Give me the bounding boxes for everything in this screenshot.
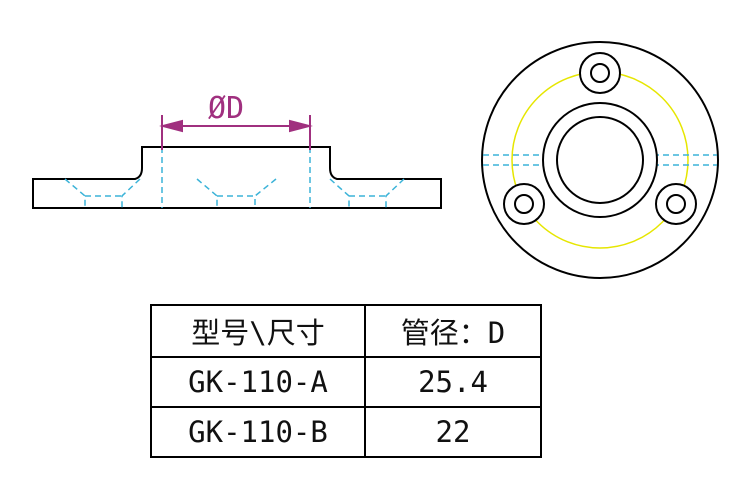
cell-diameter: 25.4 bbox=[364, 356, 542, 408]
spec-table: 型号\尺寸 管径：D GK-110-A 25.4 GK-110-B 22 bbox=[150, 304, 542, 458]
dimension-d bbox=[159, 115, 313, 150]
table-row: GK-110-B 22 bbox=[150, 406, 542, 458]
cell-diameter: 22 bbox=[364, 406, 542, 458]
header-diameter: 管径：D bbox=[364, 304, 542, 358]
flange-side-outline bbox=[32, 146, 442, 209]
bolt-hole-left bbox=[503, 183, 545, 225]
top-view-hidden-lines bbox=[483, 154, 717, 166]
bolt-hole-right bbox=[655, 183, 697, 225]
dimension-label: ØD bbox=[208, 91, 244, 126]
cell-model: GK-110-A bbox=[150, 356, 366, 408]
flange-outer-circle bbox=[481, 41, 719, 279]
tube-inner-circle bbox=[556, 116, 644, 204]
flange-top-view bbox=[481, 41, 719, 279]
hidden-lines bbox=[64, 147, 405, 208]
cell-model: GK-110-B bbox=[150, 406, 366, 458]
flange-technical-drawing: ØD bbox=[32, 41, 719, 279]
table-row: GK-110-A 25.4 bbox=[150, 356, 542, 408]
tube-outer-circle bbox=[542, 102, 658, 218]
header-model: 型号\尺寸 bbox=[150, 304, 366, 358]
bolt-hole-top bbox=[579, 52, 621, 94]
table-header-row: 型号\尺寸 管径：D bbox=[150, 304, 542, 358]
flange-side-view: ØD bbox=[32, 91, 442, 209]
